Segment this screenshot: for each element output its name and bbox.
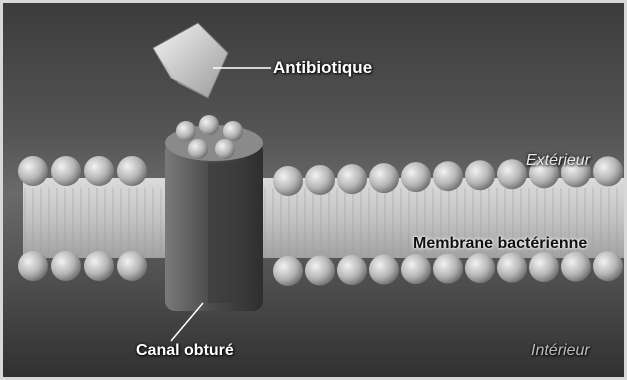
lipid-head (593, 251, 623, 281)
lipid-head (51, 251, 81, 281)
lipid-head (465, 253, 495, 283)
lipid-head (497, 253, 527, 283)
lipid-head (497, 159, 527, 189)
lipid-head (305, 256, 335, 286)
lipid-head (305, 165, 335, 195)
lipid-head (529, 252, 559, 282)
lipid-head (117, 156, 147, 186)
lipid-head (401, 254, 431, 284)
exterieur-label: Extérieur (526, 152, 590, 170)
antibiotique-label: Antibiotique (273, 58, 372, 78)
lipid-head (18, 251, 48, 281)
lipid-head (337, 164, 367, 194)
lipid-head (369, 255, 399, 285)
lipid-head (465, 160, 495, 190)
lipid-head (561, 252, 591, 282)
lipid-head (84, 251, 114, 281)
lipid-head (117, 251, 147, 281)
lipid-head (401, 162, 431, 192)
lipid-head (369, 163, 399, 193)
lipid-head (433, 161, 463, 191)
lipid-head (18, 156, 48, 186)
lipid-head (51, 156, 81, 186)
channel-protein (165, 115, 263, 311)
lipid-head (433, 254, 463, 284)
lipid-head (273, 166, 303, 196)
lipid-head (84, 156, 114, 186)
lipid-head (337, 255, 367, 285)
lipid-head (273, 256, 303, 286)
lipid-head (593, 156, 623, 186)
membrane-label: Membrane bactérienne (413, 235, 587, 253)
canal-label: Canal obturé (136, 342, 234, 360)
interieur-label: Intérieur (531, 342, 590, 360)
